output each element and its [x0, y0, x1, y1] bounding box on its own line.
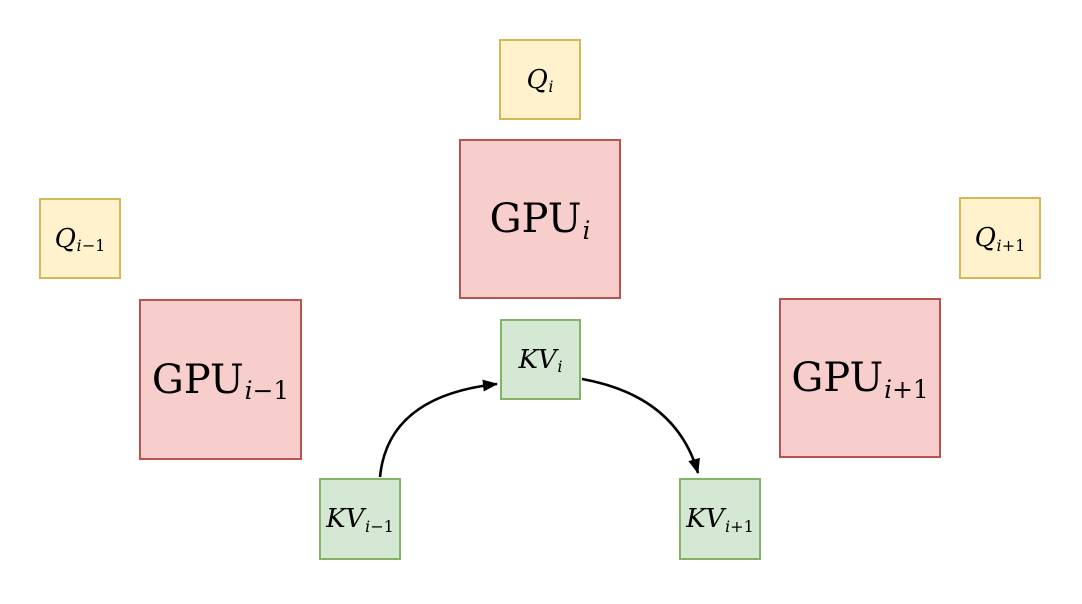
kv-next-box: KVi+1: [679, 478, 761, 560]
gpu-current-label: GPUi: [489, 196, 591, 245]
gpu-next-label: GPUi+1: [791, 355, 929, 404]
kv-prev-label: KVi−1: [326, 504, 394, 536]
q-prev-box: Qi−1: [39, 198, 121, 279]
kv-prev-box: KVi−1: [319, 478, 401, 560]
q-next-label: Qi+1: [974, 223, 1026, 255]
gpu-prev-box: GPUi−1: [139, 299, 302, 460]
kv-current-label: KVi: [518, 344, 563, 376]
arrow-kv-prev-to-kv-cur: [378, 379, 498, 478]
q-prev-label: Qi−1: [54, 223, 106, 255]
arrow-kv-cur-to-kv-next: [581, 377, 700, 474]
kv-next-label: KVi+1: [686, 504, 754, 536]
gpu-next-box: GPUi+1: [779, 298, 941, 458]
gpu-current-box: GPUi: [459, 139, 621, 299]
q-current-label: Qi: [526, 64, 554, 96]
q-current-box: Qi: [499, 39, 581, 120]
kv-current-box: KVi: [500, 319, 581, 400]
q-next-box: Qi+1: [959, 197, 1041, 279]
gpu-prev-label: GPUi−1: [151, 356, 290, 406]
